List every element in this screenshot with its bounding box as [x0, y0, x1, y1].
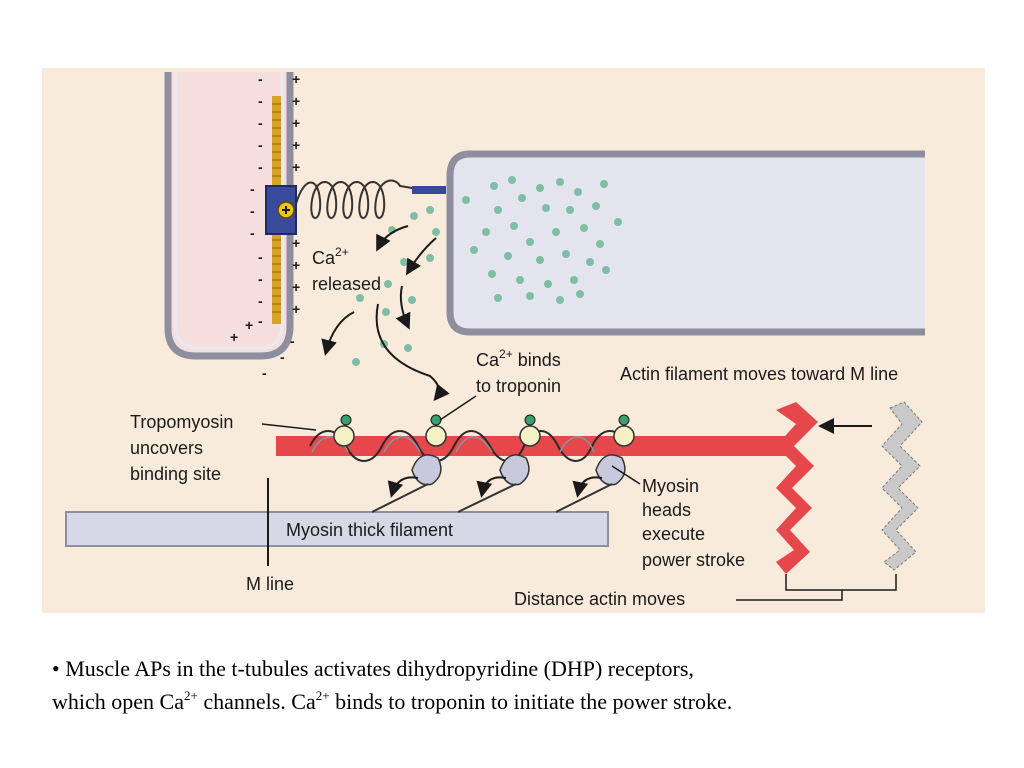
release-arrow — [405, 237, 437, 276]
sr-calcium-channel — [412, 186, 446, 194]
plus-sign: + — [245, 317, 253, 333]
power-stroke-arrow — [572, 476, 603, 498]
superscript: 2+ — [183, 688, 198, 703]
tropomyosin-pointer — [261, 423, 317, 431]
ca-binds-label: Ca2+ binds — [476, 347, 561, 370]
actin-moves-label: Actin filament moves toward M line — [620, 364, 898, 384]
minus-sign: - — [258, 137, 263, 153]
plus-sign: + — [230, 329, 238, 345]
actin-thin-filament — [276, 436, 794, 456]
caption-line-2: which open Ca2+ channels. Ca2+ binds to … — [52, 685, 992, 718]
myosin-heads-label-line4: power stroke — [642, 550, 745, 570]
plus-sign: + — [292, 257, 300, 273]
minus-sign: - — [280, 349, 285, 365]
minus-sign: - — [258, 249, 263, 265]
caption-line-1: • Muscle APs in the t-tubules activates … — [52, 652, 992, 685]
superscript: 2+ — [315, 688, 330, 703]
power-stroke-arrow — [476, 476, 507, 498]
release-arrow — [395, 285, 411, 330]
minus-sign: - — [258, 159, 263, 175]
troponin-pointer — [439, 395, 477, 421]
minus-sign: - — [258, 71, 263, 87]
minus-sign: - — [258, 115, 263, 131]
caption-text: binds to troponin to initiate the power … — [329, 689, 733, 714]
z-disc-zigzag — [776, 402, 818, 574]
m-line-label: M line — [246, 574, 294, 594]
plus-sign: + — [292, 235, 300, 251]
ca-to-troponin-arrow — [375, 303, 450, 402]
plus-sign: + — [292, 71, 300, 87]
distance-label: Distance actin moves — [514, 589, 685, 609]
thick-filament-label: Myosin thick filament — [286, 520, 453, 540]
release-arrow — [321, 311, 355, 356]
ca-released-label: Ca2+ — [312, 245, 349, 268]
ca-binds-label-line2: to troponin — [476, 376, 561, 396]
myosin-heads-label-line3: execute — [642, 524, 705, 544]
tropomyosin-label: Tropomyosin — [130, 412, 233, 432]
caption-text: Muscle APs in the t-tubules activates di… — [59, 656, 694, 681]
plus-sign: + — [292, 93, 300, 109]
minus-sign: - — [258, 271, 263, 287]
bullet: • — [52, 656, 60, 681]
t-tubule — [164, 72, 294, 360]
troponin-complexes — [333, 414, 635, 447]
caption-text: which open Ca — [52, 689, 184, 714]
membrane-charges: - - - - - - - - - - - - - - - + + + + + … — [230, 71, 300, 381]
receptor-link-coil — [295, 179, 413, 219]
myosin-heads-pointer — [611, 465, 641, 485]
minus-sign: - — [258, 93, 263, 109]
myosin-thick-filament — [65, 511, 609, 547]
minus-sign: - — [258, 293, 263, 309]
distance-bracket — [736, 574, 897, 601]
plus-sign: + — [292, 301, 300, 317]
caption-text: channels. Ca — [197, 689, 316, 714]
myosin-heads-label-line2: heads — [642, 500, 691, 520]
tropomyosin-label-line3: binding site — [130, 464, 221, 484]
tropomyosin-strand — [309, 430, 629, 462]
minus-sign: - — [250, 203, 255, 219]
minus-sign: - — [258, 313, 263, 329]
ca-released-label-line2: released — [312, 274, 381, 294]
caption: • Muscle APs in the t-tubules activates … — [52, 652, 992, 718]
power-stroke-arrow — [387, 476, 419, 498]
z-disc-previous-position — [881, 401, 923, 571]
calcium-ions — [352, 176, 622, 366]
minus-sign: - — [290, 333, 295, 349]
myosin-heads — [411, 454, 626, 486]
sarcoplasmic-reticulum — [446, 150, 925, 336]
tropomyosin-label-line2: uncovers — [130, 438, 203, 458]
release-arrow — [376, 225, 409, 252]
plus-sign: + — [292, 279, 300, 295]
minus-sign: - — [250, 225, 255, 241]
plus-sign: + — [292, 115, 300, 131]
myosin-heads-label: Myosin — [642, 476, 699, 496]
minus-sign: - — [262, 365, 267, 381]
minus-sign: - — [250, 181, 255, 197]
plus-sign: + — [292, 137, 300, 153]
plus-sign: + — [292, 159, 300, 175]
